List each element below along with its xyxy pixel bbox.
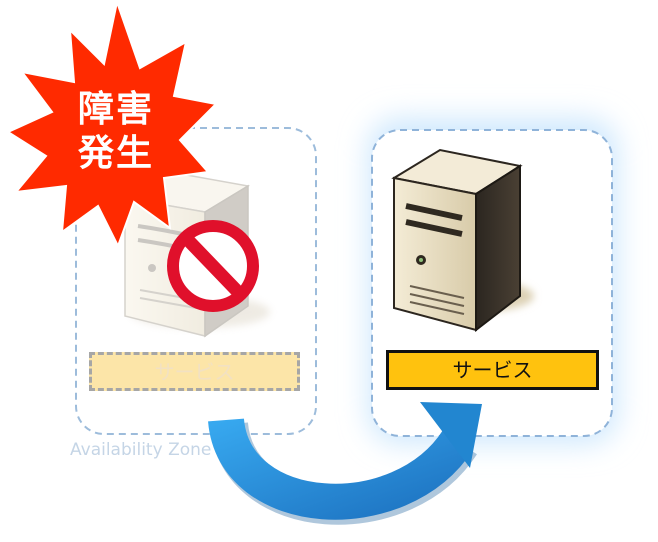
curved-arrow-icon — [208, 402, 482, 525]
prohibited-icon — [167, 220, 259, 312]
failure-badge-text: 障害 発生 — [36, 88, 196, 176]
failure-badge-line2: 発生 — [77, 133, 154, 174]
active-service-label: サービス — [386, 350, 599, 390]
failure-badge-line1: 障害 — [77, 89, 154, 130]
failed-service-label: サービス — [89, 352, 300, 391]
failure-burst-badge — [5, 0, 219, 249]
server-icon — [391, 148, 534, 333]
availability-zone-caption: Availability Zone — [70, 440, 212, 460]
